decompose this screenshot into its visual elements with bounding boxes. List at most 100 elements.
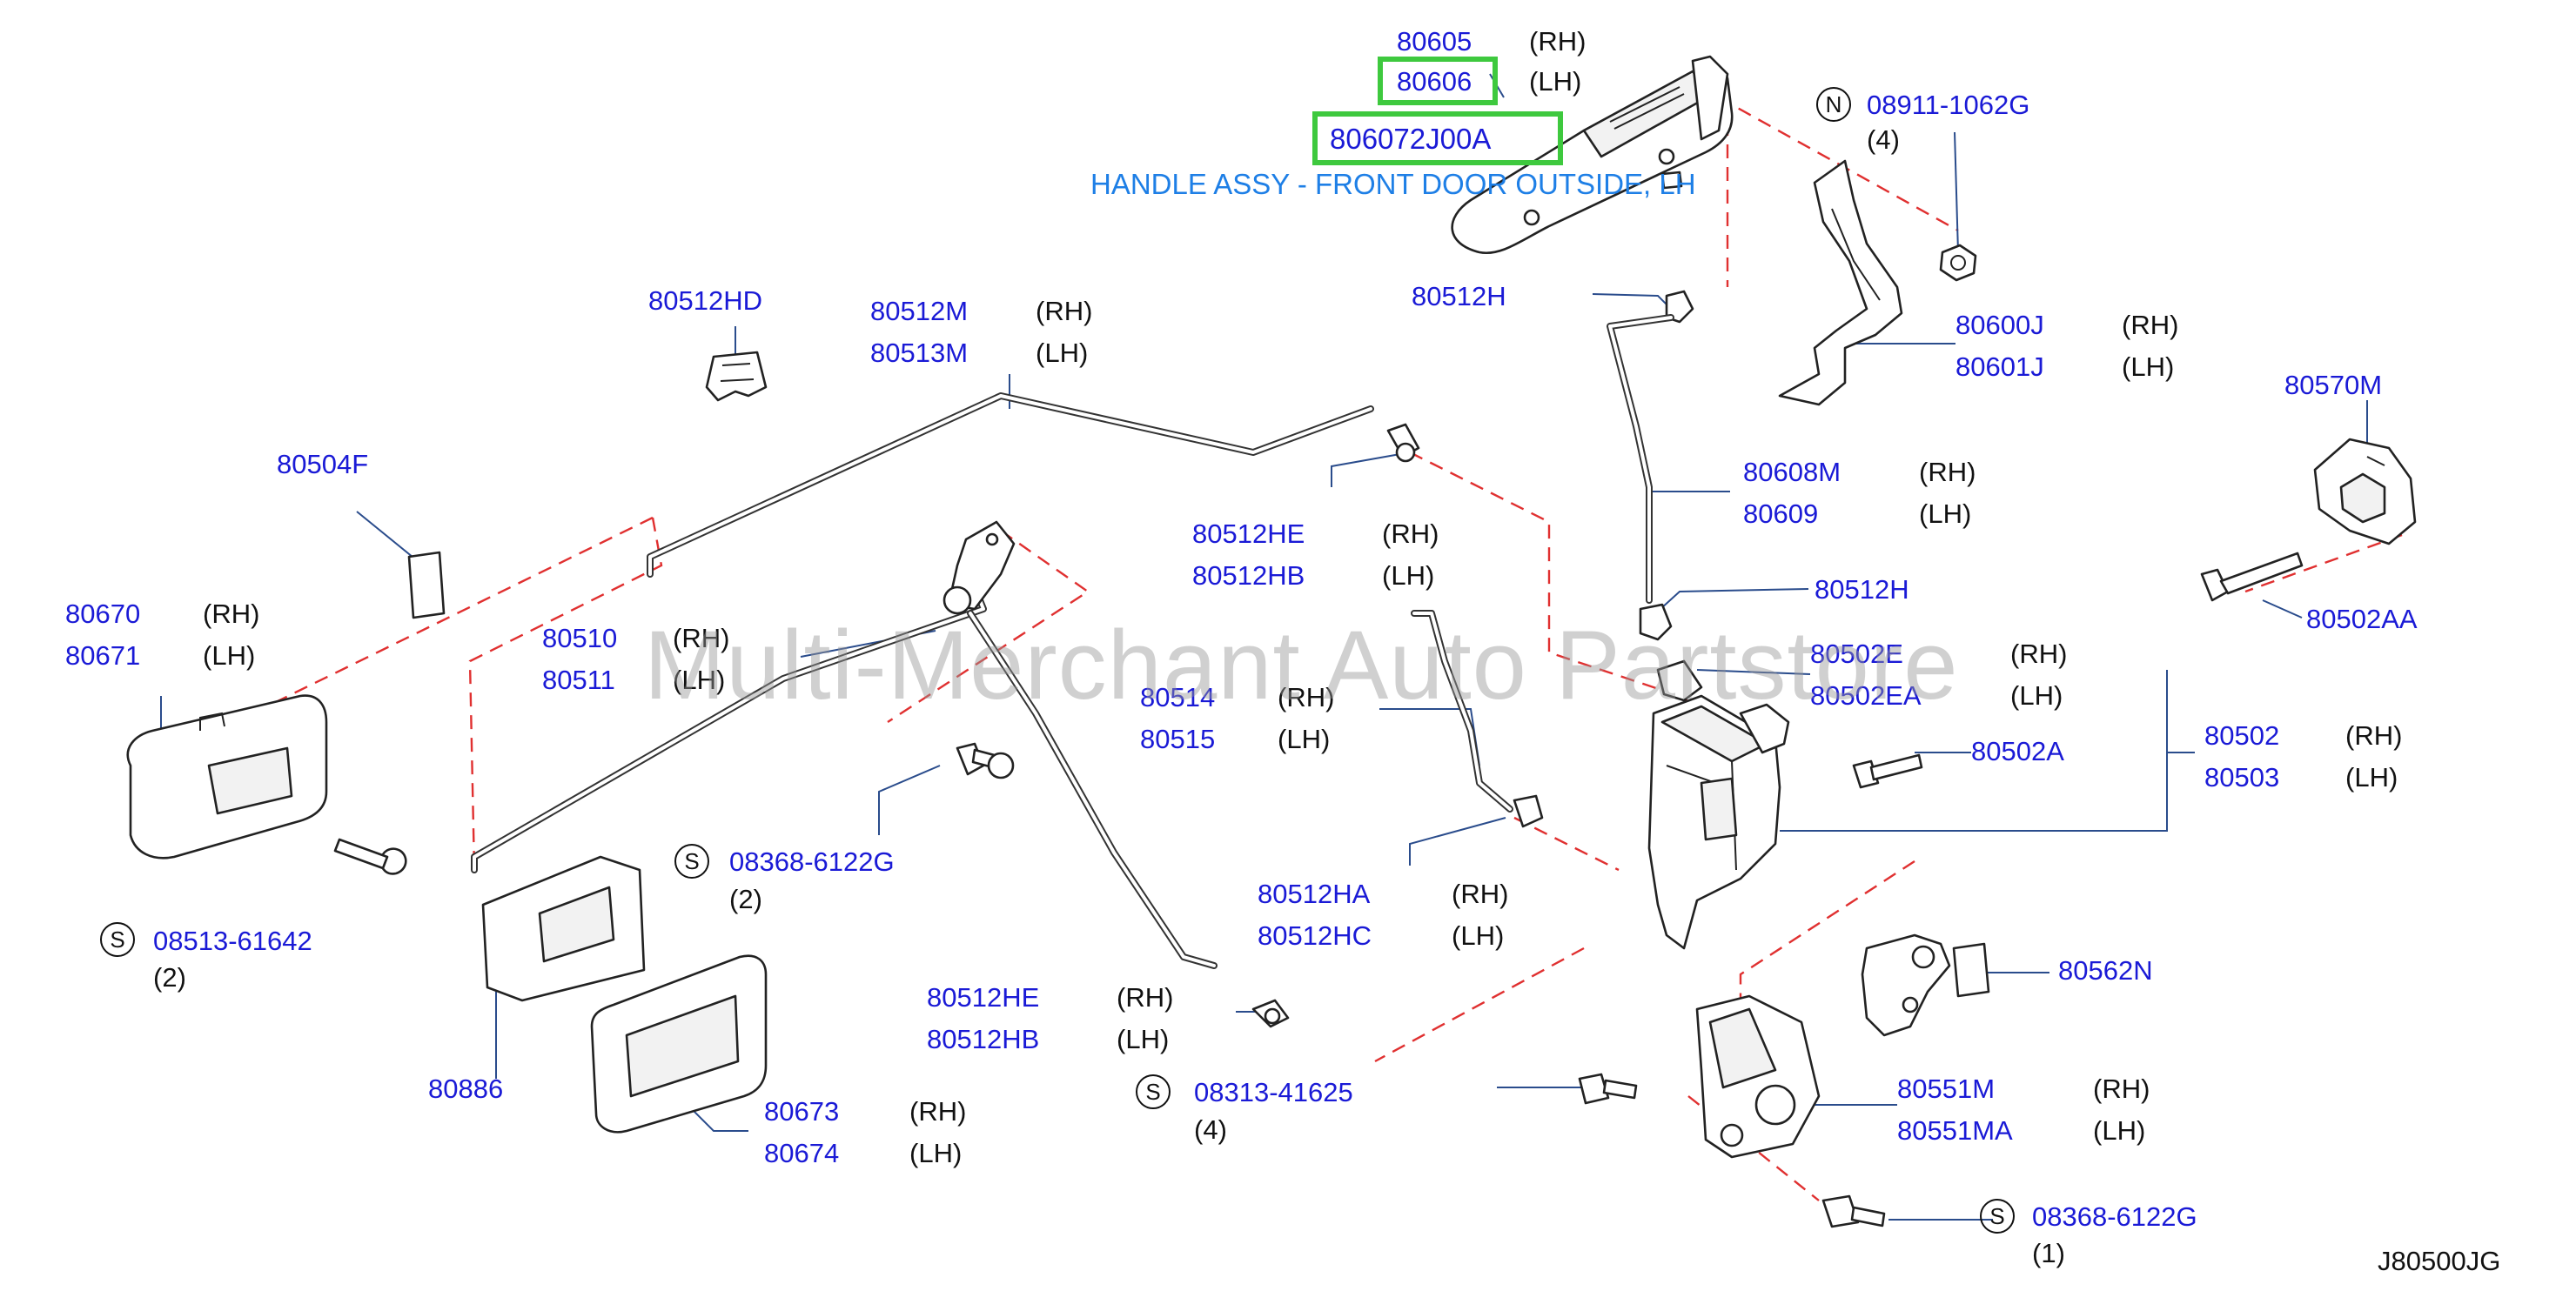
qty-08911: (4) [1867,124,1900,155]
part-number-80551M[interactable]: 80551M [1897,1074,1996,1104]
screw-08513 [333,838,407,875]
part-number-80512HB-lower[interactable]: 80512HB [927,1024,1040,1054]
clip-80512HD [705,351,768,402]
part-number-80600J[interactable]: 80600J [1955,310,2044,340]
part-number-80601J[interactable]: 80601J [1955,351,2044,382]
cap-80504F [407,551,446,619]
part-number-80512HE-upper[interactable]: 80512HE [1192,518,1305,549]
qty-08368-b: (1) [2032,1238,2065,1268]
part-number-80502[interactable]: 80502 [2204,720,2280,751]
mark-N: N [1816,87,1851,122]
qty-08368-a: (2) [729,884,762,914]
actuator-80562N [1861,933,1990,1037]
screw-80502A [1852,753,1923,789]
door-lock-80502 [1647,694,1790,950]
part-number-80504F[interactable]: 80504F [277,449,369,479]
side-80600J: (RH) [2122,310,2179,340]
part-number-80515[interactable]: 80515 [1140,724,1216,754]
bracket-80886 [481,855,646,1002]
side-80601J: (LH) [2122,351,2175,382]
part-number-80674[interactable]: 80674 [764,1138,840,1168]
side-80608M: (RH) [1919,457,1976,487]
part-number-80502AA[interactable]: 80502AA [2306,604,2418,634]
side-80512HE-upper: (RH) [1382,518,1439,549]
clip-80502E [1656,659,1703,702]
part-number-80609[interactable]: 80609 [1743,498,1819,529]
part-number-80512H-mid[interactable]: 80512H [1815,574,1909,605]
part-number-80605[interactable]: 80605 [1397,26,1472,57]
part-number-80512HA[interactable]: 80512HA [1258,879,1371,909]
mark-S-08368-a: S [674,844,709,879]
part-number-08513-61642[interactable]: 08513-61642 [153,926,312,956]
part-number-80512HE-lower[interactable]: 80512HE [927,982,1040,1013]
side-80513M: (LH) [1036,338,1089,368]
part-number-80502E[interactable]: 80502E [1810,639,1903,669]
part-number-80551MA[interactable]: 80551MA [1897,1115,2013,1146]
part-number-80514[interactable]: 80514 [1140,682,1216,712]
part-number-80886[interactable]: 80886 [428,1074,504,1104]
side-80512HB-lower: (LH) [1117,1024,1170,1054]
part-number-80673[interactable]: 80673 [764,1096,840,1127]
part-description: HANDLE ASSY - FRONT DOOR OUTSIDE, LH [1090,168,1696,200]
part-number-80512H-top[interactable]: 80512H [1412,281,1506,311]
side-80609: (LH) [1919,498,1972,529]
side-80605: (RH) [1529,26,1587,57]
part-number-80512HB-upper[interactable]: 80512HB [1192,560,1305,591]
bolt-08313 [1578,1073,1638,1105]
side-80670: (RH) [203,599,260,629]
side-80503: (LH) [2345,762,2398,793]
part-number-80671[interactable]: 80671 [65,640,141,671]
side-80510: (RH) [673,623,730,653]
side-80515: (LH) [1278,724,1331,754]
striker-80570M [2313,438,2417,545]
side-80512HC: (LH) [1452,920,1505,951]
highlight-80606 [1378,57,1498,105]
part-number-80503[interactable]: 80503 [2204,762,2280,793]
part-number-08911-1062G[interactable]: 08911-1062G [1867,90,2030,120]
mark-S-08513: S [100,922,135,957]
qty-08313: (4) [1194,1114,1227,1145]
clip-80512HE-upper [1386,423,1420,463]
part-number-08368-6122G-b[interactable]: 08368-6122G [2032,1201,2197,1232]
side-80551MA: (LH) [2093,1115,2146,1146]
side-80514: (RH) [1278,682,1335,712]
part-number-80511[interactable]: 80511 [542,665,615,695]
highlight-806072J00A [1312,111,1563,165]
part-number-80512M[interactable]: 80512M [870,296,969,326]
side-80512HA: (RH) [1452,879,1509,909]
side-80512M: (RH) [1036,296,1093,326]
part-number-80570M[interactable]: 80570M [2284,370,2383,400]
side-80674: (LH) [909,1138,963,1168]
clip-80512H-mid [1639,603,1673,641]
side-80512HB-upper: (LH) [1382,560,1435,591]
part-number-80510[interactable]: 80510 [542,623,618,653]
part-number-80608M[interactable]: 80608M [1743,457,1841,487]
clip-80512H-top [1665,290,1694,324]
qty-08513: (2) [153,962,186,993]
side-80502E: (RH) [2010,639,2068,669]
bracket-80600J [1778,159,1903,406]
part-number-806072J00A[interactable]: 806072J00A [1330,123,1492,155]
part-number-08313-41625[interactable]: 08313-41625 [1194,1077,1353,1107]
part-number-80502EA[interactable]: 80502EA [1810,680,1922,711]
diagram-code: J80500JG [2378,1246,2501,1276]
part-number-80606[interactable]: 80606 [1397,66,1472,97]
part-number-80502A[interactable]: 80502A [1971,736,2064,766]
clip-80512HA [1513,794,1544,828]
part-number-80513M[interactable]: 80513M [870,338,969,368]
actuator-80551M [1695,994,1821,1159]
rod-80512M [647,392,1374,578]
clip-80512HE-lower [1251,999,1290,1028]
side-80673: (RH) [909,1096,967,1127]
part-number-80512HC[interactable]: 80512HC [1258,920,1372,951]
bolt-08368-b [1821,1194,1886,1228]
watermark: Multi-Merchant Auto Partstore [644,611,1959,719]
part-number-80562N[interactable]: 80562N [2058,955,2153,986]
escutcheon-80673 [590,954,768,1134]
part-number-08368-6122G-a[interactable]: 08368-6122G [729,846,895,877]
part-number-80512HD[interactable]: 80512HD [648,285,762,316]
part-number-80670[interactable]: 80670 [65,599,141,629]
side-80502EA: (LH) [2010,680,2063,711]
side-80551M: (RH) [2093,1074,2150,1104]
inside-handle-80670 [126,694,328,860]
